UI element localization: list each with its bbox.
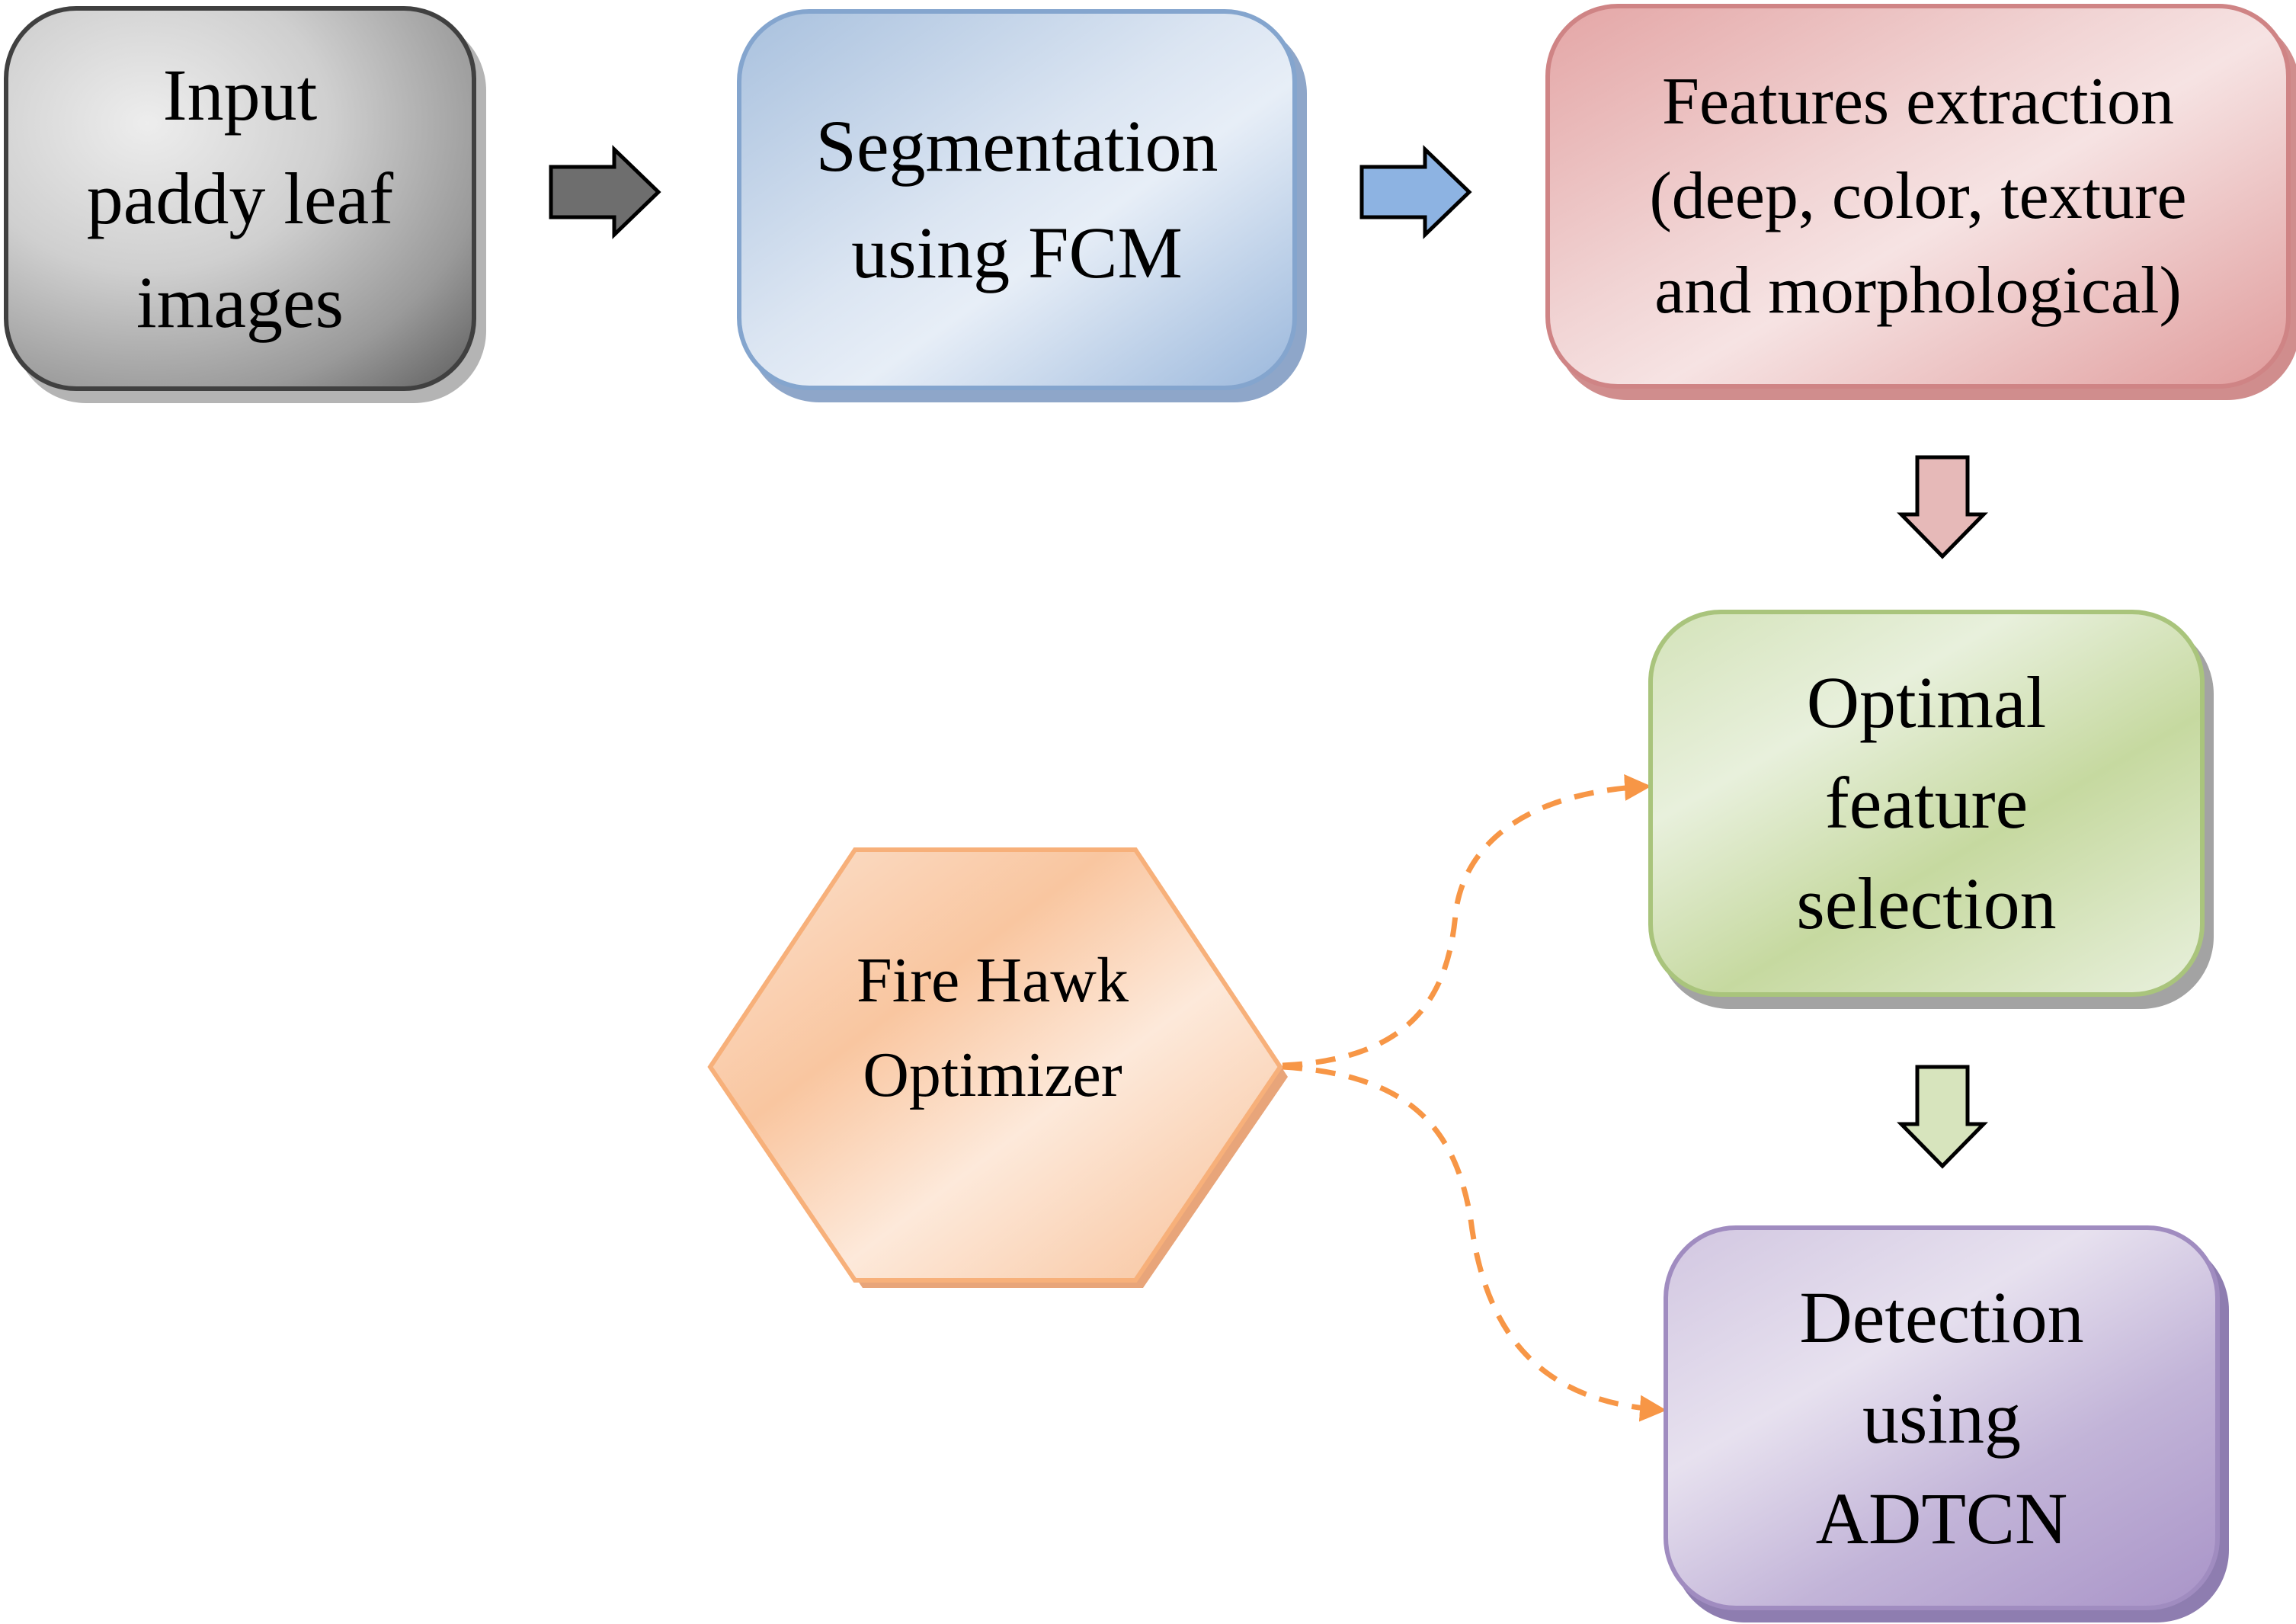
input-images-box: Input paddy leaf images [4, 6, 476, 391]
detection-box: Detection using ADTCN [1664, 1225, 2220, 1610]
input-box-line-1: Input [162, 53, 318, 136]
optimal-box-line-1: Optimal [1806, 661, 2047, 743]
optimizer-hexagon [707, 847, 1283, 1283]
input-box-line-3: images [136, 261, 344, 343]
optimal-box-line-3: selection [1796, 863, 2057, 944]
detection-box-line-1: Detection [1799, 1276, 2084, 1358]
features-box-line-2: (deep, color, texture [1649, 159, 2187, 233]
arrow-segmentation-to-features [1359, 145, 1472, 239]
segmentation-box: Segmentation using FCM [737, 9, 1297, 390]
detection-box-line-2: using [1862, 1376, 2022, 1459]
features-box-line-3: and morphological) [1654, 253, 2182, 328]
segmentation-box-line-1: Segmentation [815, 105, 1218, 187]
input-box-line-2: paddy leaf [86, 157, 394, 239]
segmentation-box-line-2: using FCM [851, 212, 1183, 293]
detection-box-line-3: ADTCN [1815, 1477, 2068, 1559]
optimizer-label-line-2: Optimizer [863, 1039, 1122, 1110]
optimal-feature-selection-box: Optimal feature selection [1648, 610, 2205, 997]
arrow-features-to-optimal [1897, 455, 1988, 559]
link-optimizer-to-optimal [1282, 774, 1651, 1068]
features-extraction-box: Features extraction (deep, color, textur… [1545, 4, 2291, 389]
optimizer-label-line-1: Fire Hawk [857, 945, 1129, 1016]
optimizer-label: Fire Hawk Optimizer [709, 934, 1276, 1123]
arrow-optimal-to-detection [1897, 1065, 1988, 1169]
link-optimizer-to-detection [1282, 1064, 1667, 1422]
arrow-input-to-segmentation [549, 145, 661, 239]
optimal-box-line-2: feature [1824, 762, 2029, 844]
features-box-line-1: Features extraction [1662, 64, 2174, 139]
